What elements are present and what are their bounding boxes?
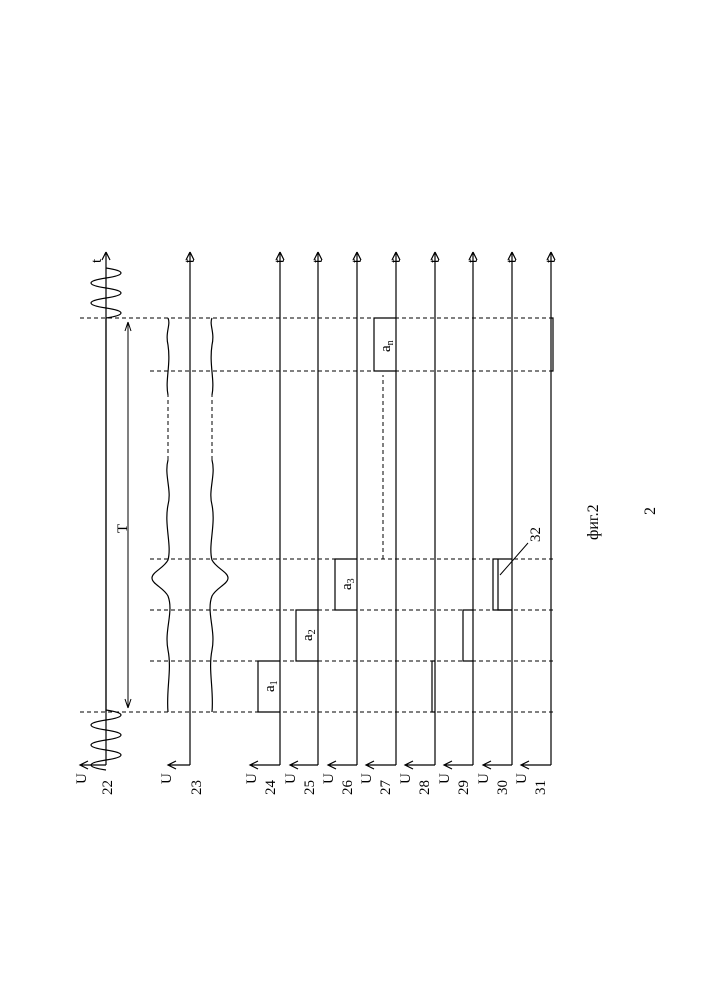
voltage-axis-stubs [80,761,551,769]
u-arrow-26-icon [328,761,357,769]
channel-number-22: 22 [100,780,116,795]
channel-labels: U 22 U 23 U 24 U 25 U 26 U 27 U 28 U 29 … [74,773,549,795]
envelope-upper [152,318,170,712]
u-label-30: U [476,773,492,784]
envelope-lower [210,318,228,712]
u-arrow-31-icon [521,761,551,769]
channel-22-signal [91,252,121,770]
pulse-label-a1: a1 [262,680,280,692]
channel-number-25: 25 [302,780,318,795]
channel-number-27: 27 [378,780,394,796]
step-30 [493,559,512,610]
channel-axes [276,252,555,765]
period-label: T [115,524,131,533]
channel-number-30: 30 [495,780,511,795]
u-arrow-29-icon [444,761,473,769]
u-arrow-25-icon [290,761,318,769]
callout-label: 32 [528,527,544,542]
pulse-labels: a1 a2 a3 an [262,340,396,692]
pulse-label-a2: a2 [300,629,318,641]
u-label-27: U [359,773,375,784]
step-29 [463,610,473,661]
u-label-31: U [514,773,530,784]
time-axis-labels: t t t t t t t t t t [89,258,559,263]
pulse-label-an: an [378,340,396,352]
channel-number-31: 31 [533,780,549,795]
u-arrow-28-icon [405,761,435,769]
channel-23-signal [152,252,228,765]
u-label-26: U [321,773,337,784]
period-dimension: T [115,322,131,708]
u-label-24: U [244,773,260,784]
channel-number-29: 29 [456,780,472,795]
channel-number-23: 23 [189,780,205,795]
u-arrow-27-icon [366,761,396,769]
channel-number-26: 26 [340,780,356,796]
u-label-29: U [437,773,453,784]
u-arrow-30-icon [483,761,512,769]
u-label-25: U [283,773,299,784]
page-number: 2 [642,507,659,515]
pulses [258,318,396,712]
u-label-23: U [159,773,175,784]
u-arrow-24-icon [250,761,280,769]
u-arrow-22-icon [80,761,106,769]
channel-number-24: 24 [263,780,279,796]
channel-number-28: 28 [417,780,433,795]
u-arrow-23-icon [168,761,190,769]
figure-caption: фиг.2 [585,504,602,540]
u-label-28: U [398,773,414,784]
step-30-inner [498,559,512,610]
pulse-label-a3: a3 [339,578,357,590]
output-steps: 32 [432,318,553,712]
u-label-22: U [74,773,90,784]
